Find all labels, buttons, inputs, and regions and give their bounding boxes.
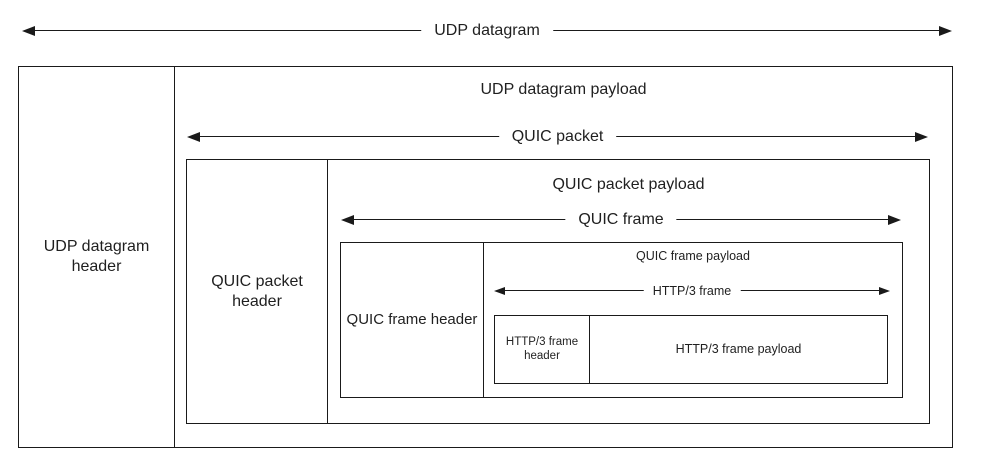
udp-datagram-payload-label: UDP datagram payload xyxy=(480,81,647,98)
udp-datagram-header-label: UDP datagram header xyxy=(43,238,150,275)
quic-frame-payload-label: QUIC frame payload xyxy=(636,249,750,263)
http3-frame-payload-label: HTTP/3 frame payload xyxy=(675,341,802,356)
udp-datagram-span-arrow: UDP datagram xyxy=(22,21,952,40)
quic-packet-span-arrow: QUIC packet xyxy=(187,127,928,146)
quic-frame-box: QUIC frame header QUIC frame payload HTT… xyxy=(340,242,903,398)
quic-packet-header-cell: QUIC packet header xyxy=(187,160,328,423)
http3-frame-header-label: HTTP/3 frame header xyxy=(505,335,579,362)
http3-frame-span-arrow: HTTP/3 frame xyxy=(494,283,890,298)
quic-packet-payload-label: QUIC packet payload xyxy=(552,176,705,193)
quic-frame-header-label: QUIC frame header xyxy=(346,310,478,328)
quic-packet-arrow-label: QUIC packet xyxy=(498,127,617,146)
quic-frame-arrow-label: QUIC frame xyxy=(565,210,677,229)
http3-frame-header-cell: HTTP/3 frame header xyxy=(495,316,590,383)
http3-frame-payload-cell: HTTP/3 frame payload xyxy=(590,316,887,383)
quic-frame-span-arrow: QUIC frame xyxy=(341,210,901,229)
udp-datagram-box: UDP datagram header UDP datagram payload… xyxy=(18,66,953,448)
http3-frame-arrow-label: HTTP/3 frame xyxy=(643,283,741,298)
udp-datagram-arrow-label: UDP datagram xyxy=(421,21,553,40)
quic-packet-box: QUIC packet header QUIC packet payload Q… xyxy=(186,159,930,424)
quic-packet-header-label: QUIC packet header xyxy=(211,272,303,310)
udp-datagram-header-cell: UDP datagram header xyxy=(19,67,175,447)
http3-frame-box: HTTP/3 frame header HTTP/3 frame payload xyxy=(494,315,888,384)
quic-frame-header-cell: QUIC frame header xyxy=(341,243,484,397)
